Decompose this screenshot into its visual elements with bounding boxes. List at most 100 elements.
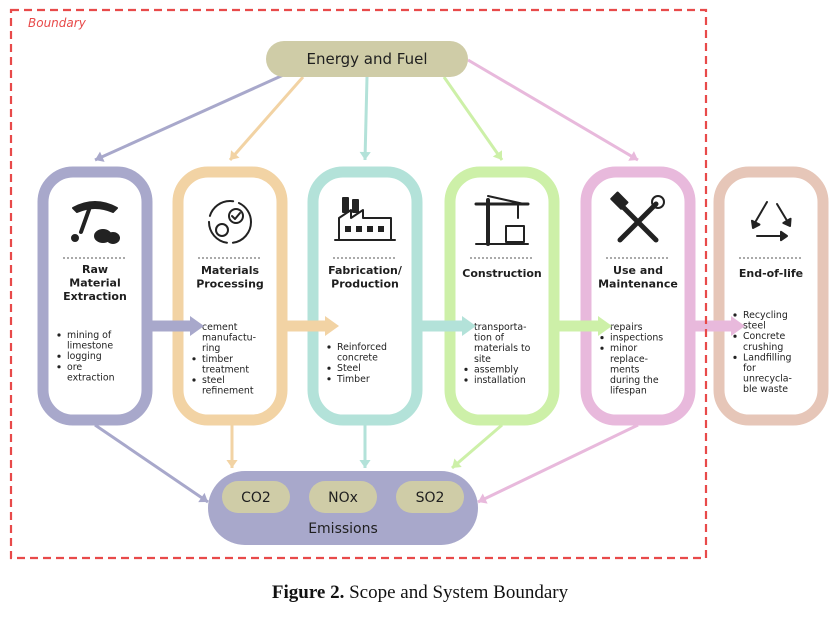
- bullet-text: cement: [202, 322, 238, 333]
- bullet-text: during the: [610, 375, 659, 386]
- stage-frame: [580, 166, 696, 426]
- factory-icon: [334, 197, 396, 241]
- bullet-dot: [57, 365, 61, 369]
- bullet-text: lifespan: [610, 386, 647, 397]
- energy-arrow-use: [467, 58, 639, 162]
- gas-pill-so2: [396, 481, 464, 513]
- flow-arrow-raw-to-processing: [143, 316, 204, 336]
- bullet-text: Concrete: [743, 331, 785, 342]
- gas-label-co2: CO2: [241, 490, 271, 506]
- bullet-dot: [192, 357, 196, 361]
- bullet-text: ring: [202, 343, 220, 354]
- energy-arrow-fabrication: [359, 76, 371, 161]
- bullet-text: steel: [202, 375, 225, 386]
- gas-label-nox: NOx: [328, 490, 358, 506]
- bullet-text: assembly: [474, 364, 519, 375]
- emission-arrow-processing: [226, 425, 238, 468]
- energy-arrow-construction: [442, 76, 504, 161]
- bullet-dot: [327, 366, 331, 370]
- bullet-text: inspections: [610, 333, 663, 344]
- bullet-text: for: [743, 363, 756, 374]
- stage-title-line: Extraction: [63, 290, 127, 303]
- stage-frame: [713, 166, 829, 426]
- bullet-text: unrecycla-: [743, 374, 792, 385]
- stage-fabrication: Fabrication/ProductionReinforcedconcrete…: [307, 166, 423, 426]
- bullet-text: limestone: [67, 341, 113, 352]
- stage-title-line: Raw: [82, 263, 108, 276]
- bullet-text: extraction: [67, 372, 115, 383]
- gas-pill-co2: [222, 481, 290, 513]
- figure-number: Figure 2.: [271, 582, 345, 603]
- bullet-dot: [327, 377, 331, 381]
- bullet-text: concrete: [337, 353, 378, 364]
- wrench-hammer-icon: [610, 191, 665, 243]
- bullet-dot: [57, 333, 61, 337]
- bullet-dot: [733, 355, 737, 359]
- emission-arrow-fabrication: [359, 425, 371, 468]
- stage-flow-arrows: [143, 316, 745, 336]
- stage-title-line: Use and: [613, 264, 663, 277]
- system-boundary: [9, 8, 708, 560]
- energy-arrow-processing: [228, 76, 305, 161]
- emission-arrow-use: [477, 423, 639, 504]
- stage-title-line: Materials: [201, 264, 259, 277]
- flow-arrow-fabrication-to-construction: [413, 316, 476, 336]
- energy-and-fuel-node: Energy and Fuel: [266, 41, 468, 77]
- gas-label-so2: SO2: [416, 490, 445, 506]
- bullet-text: minor: [610, 343, 637, 354]
- bullet-text: Reinforced: [337, 342, 387, 353]
- bullet-text: materials to: [474, 343, 531, 354]
- bullet-dot: [600, 346, 604, 350]
- bullet-dot: [600, 336, 604, 340]
- emissions-node: CO2 NOx SO2 Emissions: [208, 471, 478, 545]
- bullet-text: repairs: [610, 322, 643, 333]
- stage-frame: [444, 166, 560, 426]
- bullet-text: replace-: [610, 354, 648, 365]
- bullet-text: Steel: [337, 363, 361, 374]
- recycle-icon: [750, 201, 792, 242]
- energy-pill: [266, 41, 468, 77]
- stage-title-line: Construction: [462, 267, 541, 280]
- bullet-text: ore: [67, 362, 82, 373]
- stage-frame: [37, 166, 153, 426]
- bullet-text: timber: [202, 354, 233, 365]
- flow-arrow-use-to-eol: [686, 316, 745, 336]
- stage-title-line: Processing: [196, 278, 264, 291]
- bullet-text: Timber: [336, 374, 370, 385]
- bullet-text: treatment: [202, 364, 249, 375]
- emission-arrows: [94, 423, 639, 504]
- crane-icon: [474, 195, 530, 246]
- bullet-text: ments: [610, 364, 640, 375]
- pickaxe-and-rocks-icon: [71, 201, 120, 244]
- flow-arrow-processing-to-fabrication: [278, 316, 339, 336]
- stage-title-line: Production: [331, 278, 399, 291]
- emission-arrow-construction: [451, 423, 503, 470]
- bullet-text: mining of: [67, 330, 112, 341]
- energy-arrows: [94, 58, 639, 162]
- bullet-text: ble waste: [743, 384, 788, 395]
- bullet-text: refinement: [202, 386, 254, 397]
- bullet-text: Recycling: [743, 310, 788, 321]
- bullet-dot: [192, 378, 196, 382]
- emissions-label: Emissions: [308, 521, 378, 537]
- stage-title-line: Fabrication/: [328, 264, 403, 277]
- bullet-dot: [327, 345, 331, 349]
- gears-icon: [208, 200, 252, 244]
- emission-arrow-raw: [94, 423, 209, 504]
- bullet-text: Landfilling: [743, 352, 792, 363]
- bullet-text: installation: [474, 375, 526, 386]
- bullet-dot: [733, 313, 737, 317]
- bullet-dot: [733, 334, 737, 338]
- energy-label: Energy and Fuel: [307, 50, 428, 68]
- figure-caption-text: Scope and System Boundary: [344, 582, 569, 603]
- bullet-text: logging: [67, 351, 102, 362]
- energy-arrow-raw: [94, 70, 291, 162]
- bullet-text: steel: [743, 321, 766, 332]
- boundary-label: Boundary: [28, 16, 87, 30]
- bullet-text: tion of: [474, 333, 505, 344]
- flow-arrow-construction-to-use: [550, 316, 612, 336]
